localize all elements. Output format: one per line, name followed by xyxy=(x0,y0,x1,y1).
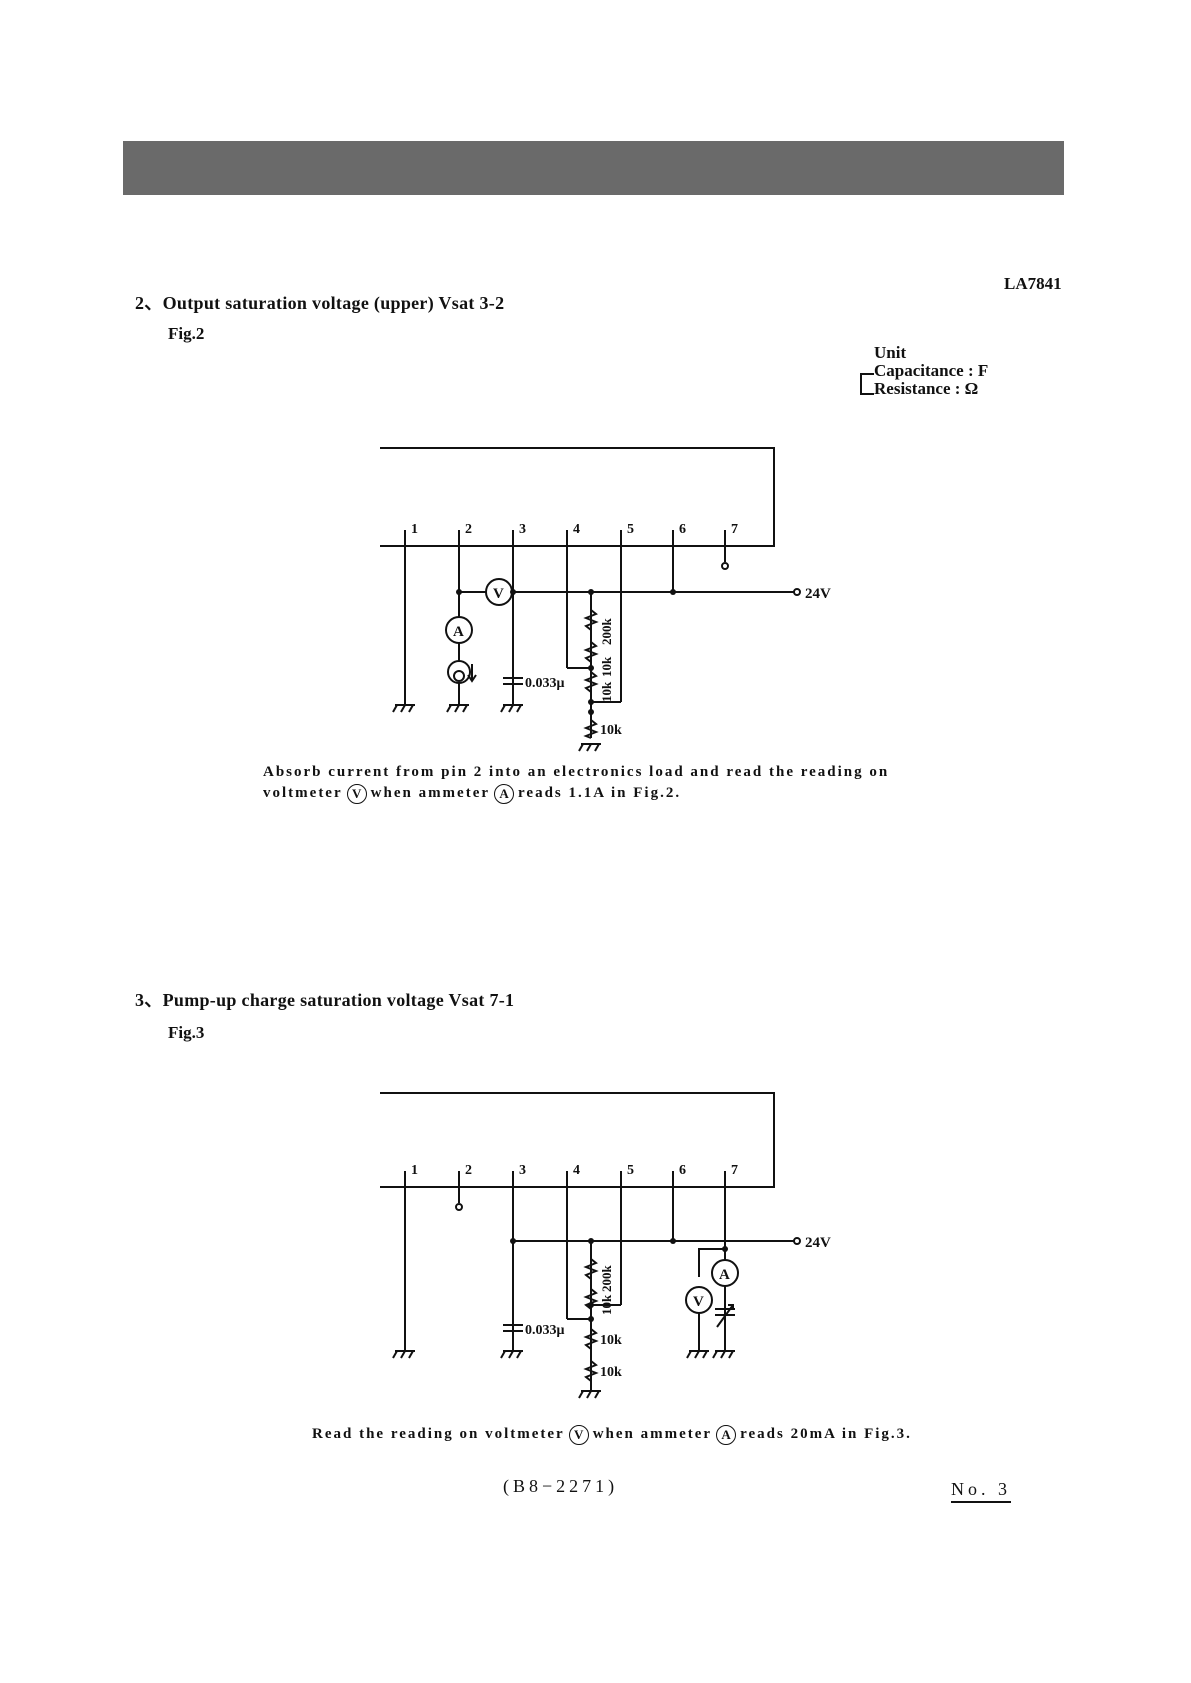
svg-text:0.033μ: 0.033μ xyxy=(525,676,565,691)
supply-label: 24V xyxy=(805,586,831,602)
pin-label: 5 xyxy=(627,1163,634,1178)
supply-terminal xyxy=(793,588,801,596)
pin-label: 3 xyxy=(519,1163,526,1178)
ground-symbols xyxy=(392,1350,735,1399)
note-text: reads 1.1A in Fig.2. xyxy=(518,785,682,801)
note-text: Read the reading on voltmeter xyxy=(312,1426,565,1442)
svg-text:V: V xyxy=(493,586,504,602)
svg-text:10k: 10k xyxy=(599,1294,614,1315)
wire xyxy=(698,1248,725,1277)
resistor-labels: 200k 10k 10k 10k xyxy=(599,1265,622,1381)
ammeter: A xyxy=(711,1259,739,1287)
voltmeter: V xyxy=(485,578,513,606)
ammeter-symbol: A xyxy=(494,783,515,804)
capacitor: 0.033μ xyxy=(503,676,565,691)
resistor-labels: 200k 10k 10k 10k xyxy=(599,618,622,739)
note-text: reads 20mA in Fig.3. xyxy=(740,1426,912,1442)
note-text: when ammeter xyxy=(370,785,491,801)
unit-title: Unit xyxy=(874,343,907,362)
pin-label: 6 xyxy=(679,1163,686,1178)
header-bar xyxy=(123,141,1064,195)
section-2-heading: 2、Output saturation voltage (upper) Vsat… xyxy=(135,293,505,313)
unit-bracket xyxy=(860,373,874,395)
ic-package xyxy=(380,1092,775,1188)
variable-load xyxy=(715,1304,735,1328)
voltmeter-symbol: V xyxy=(346,783,367,804)
pin-number-labels: 1 2 3 4 5 6 7 xyxy=(411,522,738,537)
footer-code: (B8−2271) xyxy=(503,1476,619,1496)
pin-label: 1 xyxy=(411,1163,418,1178)
voltmeter-symbol: V xyxy=(568,1424,589,1445)
section-3-heading: 3、Pump-up charge saturation voltage Vsat… xyxy=(135,990,515,1010)
svg-text:0.033μ: 0.033μ xyxy=(525,1323,565,1338)
current-source xyxy=(447,660,477,684)
fig-3-circuit: 1 2 3 4 5 6 7 24V A V 0.033μ 200 xyxy=(380,1092,831,1399)
fig-2-label: Fig.2 xyxy=(168,324,205,343)
fig-2-circuit: 1 2 3 4 5 6 7 24V V A 0.033μ 200k xyxy=(380,447,831,752)
svg-text:10k: 10k xyxy=(599,681,614,702)
svg-text:10k: 10k xyxy=(600,723,622,738)
doc-code: LA7841 xyxy=(1004,274,1062,293)
note-text: when ammeter xyxy=(592,1426,713,1442)
ammeter-symbol: A xyxy=(716,1424,737,1445)
svg-text:10k: 10k xyxy=(600,1333,622,1348)
pin-label: 2 xyxy=(465,1163,472,1178)
ground-symbols xyxy=(392,704,601,752)
fig-2-note: Absorb current from pin 2 into an electr… xyxy=(263,762,983,804)
resistor-zigzags xyxy=(583,609,599,739)
svg-text:V: V xyxy=(693,1294,704,1310)
page-number: No. 3 xyxy=(951,1479,1011,1503)
pin-label: 2 xyxy=(465,522,472,537)
unit-capacitance: Capacitance : F xyxy=(874,361,989,380)
pin-label: 6 xyxy=(679,522,686,537)
supply-label: 24V xyxy=(805,1235,831,1251)
ammeter: A xyxy=(445,616,473,644)
resistor-zigzags xyxy=(583,1258,599,1382)
fig-3-label: Fig.3 xyxy=(168,1023,205,1042)
svg-text:200k: 200k xyxy=(599,1265,614,1293)
pin-label: 5 xyxy=(627,522,634,537)
svg-text:A: A xyxy=(453,624,464,640)
unit-legend: Unit Capacitance : F Resistance : Ω xyxy=(860,344,988,398)
pin-label: 4 xyxy=(573,522,580,537)
svg-text:A: A xyxy=(719,1267,730,1283)
pin-label: 3 xyxy=(519,522,526,537)
pin-label: 7 xyxy=(731,1163,738,1178)
unit-resistance: Resistance : Ω xyxy=(874,379,979,398)
svg-text:10k: 10k xyxy=(599,656,614,677)
pin-number-labels: 1 2 3 4 5 6 7 xyxy=(411,1163,738,1178)
capacitor: 0.033μ xyxy=(503,1323,565,1338)
note-text: voltmeter xyxy=(263,785,343,801)
svg-text:10k: 10k xyxy=(600,1365,622,1380)
pin-label: 4 xyxy=(573,1163,580,1178)
pin-label: 7 xyxy=(731,522,738,537)
ic-pins xyxy=(404,1171,726,1351)
voltmeter: V xyxy=(685,1286,713,1314)
ic-package xyxy=(380,447,775,547)
fig-2-note-line1: Absorb current from pin 2 into an electr… xyxy=(263,764,890,780)
svg-text:200k: 200k xyxy=(599,618,614,646)
pin-label: 1 xyxy=(411,522,418,537)
supply-terminal xyxy=(793,1237,801,1245)
